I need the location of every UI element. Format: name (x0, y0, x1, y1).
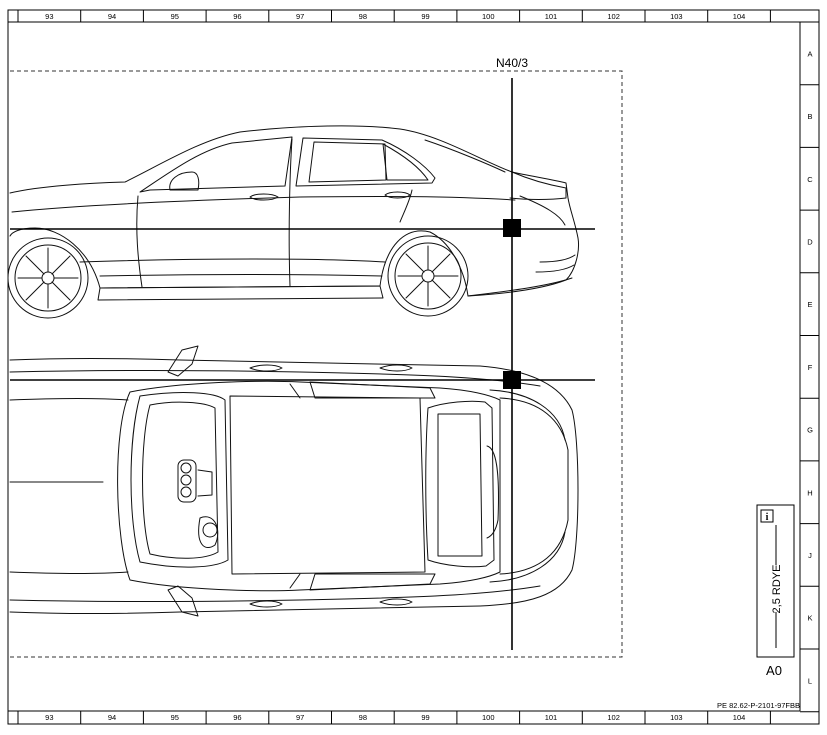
column-label: 95 (171, 713, 179, 722)
row-label: D (807, 237, 813, 246)
column-label: 97 (296, 12, 304, 21)
car-top-view (9, 345, 579, 617)
column-label: 96 (233, 713, 241, 722)
column-label: 96 (233, 12, 241, 21)
connector-label: A0 (766, 663, 782, 678)
row-label: E (807, 300, 812, 309)
column-label: 102 (607, 713, 620, 722)
row-grid-right: A B C D E F G H J K L (800, 21, 819, 713)
column-label: 95 (171, 12, 179, 21)
wire-label: 2,5 RDYE (771, 565, 783, 614)
column-label: 100 (482, 713, 495, 722)
row-label: G (807, 426, 813, 435)
row-label: F (808, 363, 813, 372)
column-label: 93 (45, 12, 53, 21)
row-label: C (807, 175, 813, 184)
column-label: 99 (421, 713, 429, 722)
column-label: 99 (421, 12, 429, 21)
square-marker-icon[interactable] (503, 219, 521, 237)
column-label: 93 (45, 713, 53, 722)
row-label: B (807, 112, 812, 121)
info-icon[interactable]: i (766, 512, 769, 523)
row-label: J (808, 551, 812, 560)
component-location-lines (10, 78, 595, 650)
sheet-frame (7, 9, 820, 725)
connector-box[interactable] (756, 504, 795, 658)
row-label: L (808, 676, 812, 685)
column-label: 101 (545, 12, 558, 21)
column-label: 94 (108, 12, 116, 21)
column-grid-bottom: 93 94 95 96 97 98 99 100 101 102 103 104 (17, 711, 771, 724)
column-label: 103 (670, 12, 683, 21)
column-grid-top: 93 94 95 96 97 98 99 100 101 102 103 104 (17, 10, 771, 22)
row-label: H (807, 488, 812, 497)
column-label: 97 (296, 713, 304, 722)
column-label: 94 (108, 713, 116, 722)
column-label: 103 (670, 713, 683, 722)
column-label: 104 (733, 12, 746, 21)
row-label: K (807, 614, 812, 623)
component-label: N40/3 (496, 56, 528, 70)
square-marker-icon[interactable] (503, 371, 521, 389)
column-label: 98 (359, 12, 367, 21)
column-label: 101 (545, 713, 558, 722)
document-number: PE 82.62-P-2101-97FBB (717, 701, 800, 710)
column-label: 98 (359, 713, 367, 722)
column-label: 100 (482, 12, 495, 21)
dashed-boundary (10, 70, 623, 658)
column-label: 102 (607, 12, 620, 21)
column-label: 104 (733, 713, 746, 722)
row-label: A (807, 49, 812, 58)
car-side-view (7, 125, 579, 319)
